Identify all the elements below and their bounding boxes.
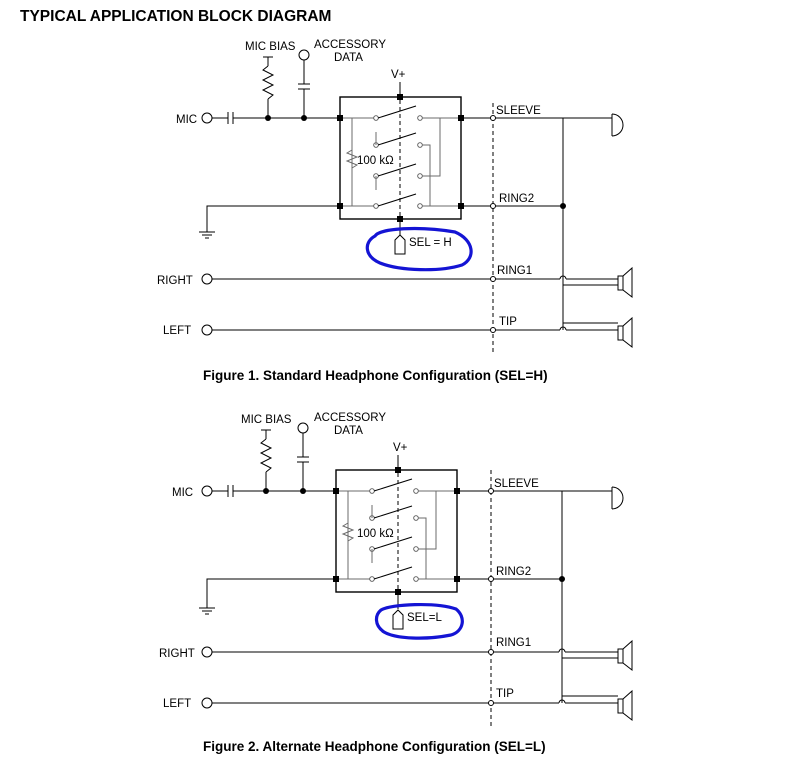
analog-switch-ic [335, 469, 458, 593]
left-terminal [201, 697, 213, 709]
figure-caption: Figure 2. Alternate Headphone Configurat… [203, 739, 546, 754]
figure-caption: Figure 1. Standard Headphone Configurati… [203, 368, 548, 383]
mic-terminal [201, 112, 213, 124]
ground-symbol [199, 607, 215, 615]
page-title: TYPICAL APPLICATION BLOCK DIAGRAM [20, 8, 331, 25]
microphone-icon [611, 486, 624, 510]
sel-input-terminal [394, 234, 406, 255]
mic-bias-label: MIC BIAS [241, 414, 292, 426]
accessory-label: ACCESSORY [314, 412, 386, 424]
right-label: RIGHT [159, 648, 195, 660]
vplus-pin [397, 94, 403, 100]
figure-2: MIC BIAS ACCESSORY DATA V+ MIC RIGHT LEF… [159, 412, 633, 754]
left-terminal [201, 324, 213, 336]
tip-label: TIP [499, 316, 517, 328]
accessory-data-terminal [298, 49, 310, 61]
speaker-icon [617, 316, 633, 349]
accessory-label: ACCESSORY [314, 39, 386, 51]
mic-terminal [201, 485, 213, 497]
mic-bias-resistor [261, 56, 275, 118]
mic-bias-resistor [259, 429, 273, 491]
accessory-data-label: DATA [334, 425, 363, 437]
junction-dot [559, 576, 565, 582]
mic-bias-label: MIC BIAS [245, 41, 296, 53]
accessory-data-capacitor [298, 60, 310, 118]
pin [337, 115, 343, 121]
speaker-icon [617, 266, 633, 299]
left-label: LEFT [163, 325, 191, 337]
vplus-label: V+ [393, 442, 408, 454]
mic-label: MIC [176, 114, 197, 126]
mic-coupling-capacitor [227, 112, 234, 124]
sel-highlight-circle [365, 226, 473, 272]
sel-input-terminal [392, 609, 404, 630]
resistor-label: 100 kΩ [357, 155, 394, 167]
vplus-pin [395, 467, 401, 473]
vplus-label: V+ [391, 69, 406, 81]
ground-symbol [199, 231, 215, 239]
left-label: LEFT [163, 698, 191, 710]
tip-label: TIP [496, 688, 514, 700]
resistor-label: 100 kΩ [357, 528, 394, 540]
right-terminal [201, 273, 213, 285]
right-label: RIGHT [157, 275, 193, 287]
sel-pin [395, 589, 401, 595]
sel-pin [397, 216, 403, 222]
ring1-label: RING1 [497, 265, 532, 277]
accessory-data-capacitor [297, 433, 309, 491]
figure-1: MIC BIAS ACCESSORY DATA V+ MIC RIGHT LEF… [157, 39, 633, 383]
right-terminal [201, 646, 213, 658]
speaker-icon [617, 639, 633, 672]
ring2-label: RING2 [496, 566, 531, 578]
mic-coupling-capacitor [227, 485, 234, 497]
microphone-icon [611, 113, 624, 137]
sel-label: SEL=L [407, 612, 442, 624]
speaker-icon [617, 689, 633, 722]
sleeve-label: SLEEVE [496, 105, 541, 117]
ring2-label: RING2 [499, 193, 534, 205]
accessory-data-label: DATA [334, 52, 363, 64]
sel-label: SEL = H [409, 237, 452, 249]
sleeve-label: SLEEVE [494, 478, 539, 490]
junction-dot [560, 203, 566, 209]
sel-highlight-circle [374, 602, 464, 640]
accessory-data-terminal [297, 422, 309, 434]
internal-switch-network [343, 105, 458, 209]
ring1-label: RING1 [496, 637, 531, 649]
internal-switch-network [339, 478, 454, 582]
pin [333, 488, 339, 494]
mic-label: MIC [172, 487, 193, 499]
